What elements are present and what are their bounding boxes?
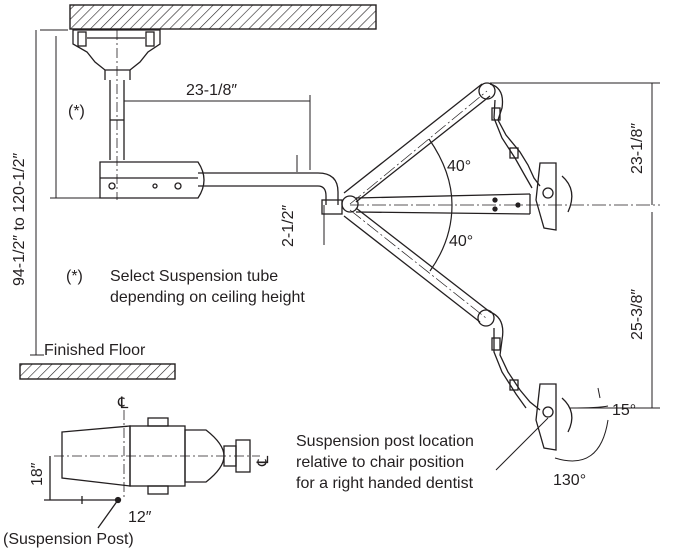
arm-reach-dimension: 23-1/8″ [186, 82, 238, 99]
suspension-post-label: (Suspension Post) [3, 531, 134, 548]
middle-arm [350, 193, 660, 215]
centerline-horizontal-symbol: ℄ [255, 455, 272, 466]
suspension-note-line2: depending on ceiling height [110, 289, 305, 306]
offset-dimension: 2-1/2″ [280, 204, 297, 247]
upper-lamp-dimension: 23-1/8″ [629, 122, 646, 174]
chair-offset-y-dimension: 18″ [29, 462, 46, 486]
location-note-line1: Suspension post location [296, 433, 474, 450]
horizontal-arm [198, 172, 359, 215]
control-box [99, 161, 205, 199]
finished-floor-label: Finished Floor [44, 342, 146, 359]
suspension-note-marker: (*) [66, 268, 83, 285]
tilt-angle-label: 15° [612, 402, 637, 419]
centerline-vertical-symbol: ℄ [118, 395, 129, 412]
floor-hatch [19, 363, 176, 380]
lower-arm [343, 207, 541, 411]
lower-lamp-dimension: 25-3/8″ [629, 288, 646, 340]
rotation-angle-label: 130° [553, 472, 587, 489]
location-note-line2: relative to chair position [296, 454, 465, 471]
chair-offset-x-dimension: 12″ [128, 509, 152, 526]
upper-arm [343, 82, 541, 205]
upper-lamp-head [535, 162, 573, 231]
asterisk-marker: (*) [68, 103, 85, 120]
ceiling-height-dimension: 94-1/2″ to 120-1/2″ [11, 152, 28, 286]
suspension-note-line1: Select Suspension tube [110, 268, 279, 285]
location-note-line3: for a right handed dentist [296, 475, 474, 492]
dimension-lines [30, 29, 660, 471]
chair-plan [44, 410, 260, 529]
angle-arcs [428, 138, 453, 272]
upper-angle-label: 40° [447, 158, 472, 175]
lower-lamp-head [535, 383, 573, 451]
ceiling-mount [72, 29, 161, 80]
lower-angle-label: 40° [449, 233, 474, 250]
ceiling-hatch [69, 4, 377, 30]
suspension-tube [109, 30, 125, 200]
